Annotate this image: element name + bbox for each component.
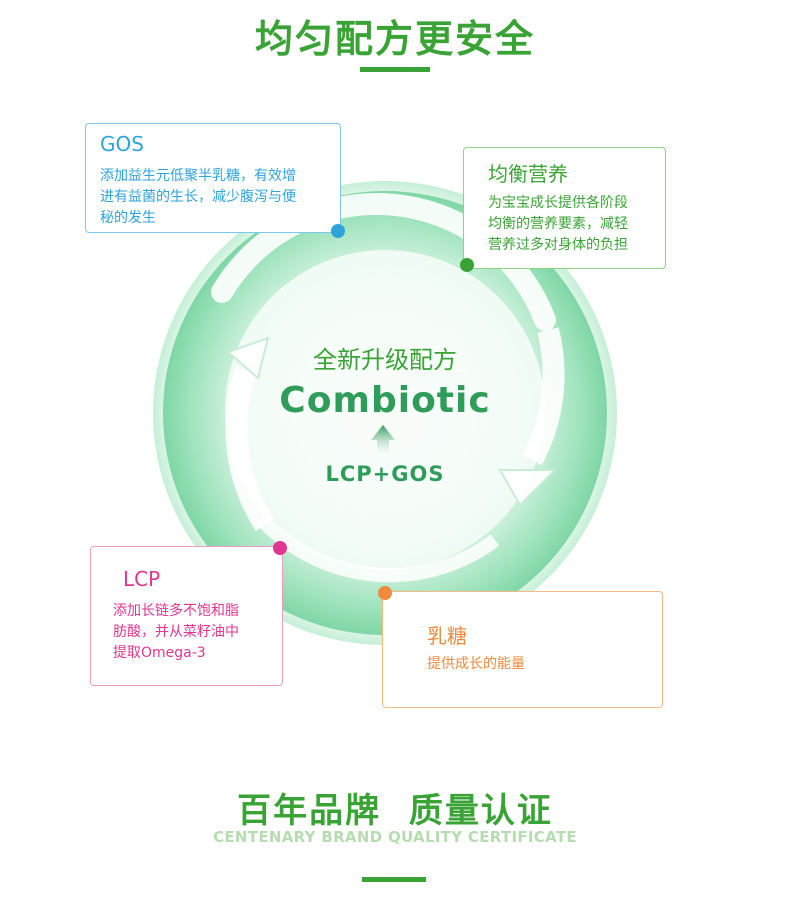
balance-card-desc: 为宝宝成长提供各阶段 均衡的营养要素，减轻 营养过多对身体的负担 [488, 195, 628, 253]
page-title: 均匀配方更安全 [254, 17, 535, 61]
lcp-card-desc: 添加长链多不饱和脂 肪酸，并从菜籽油中 提取Omega-3 [113, 603, 239, 661]
balance-card: 均衡营养 为宝宝成长提供各阶段 均衡的营养要素，减轻 营养过多对身体的负担 [463, 147, 666, 269]
balance-card-title: 均衡营养 [488, 162, 568, 186]
inner-disc [225, 250, 545, 570]
gos-card-desc: 添加益生元低聚半乳糖，有效增 进有益菌的生长，减少腹泻与便 秘的发生 [100, 168, 296, 226]
lcp-card-title: LCP [123, 567, 161, 591]
footer-title: 百年品牌 质量认证 [237, 791, 553, 831]
gos-dot [331, 224, 345, 238]
title-underline [360, 67, 430, 72]
footer-underline [362, 877, 426, 882]
footer-subtitle: CENTENARY BRAND QUALITY CERTIFICATE [213, 828, 577, 846]
left-cycle-arrow [225, 366, 275, 531]
lactose-dot [378, 586, 392, 600]
left-arrow-head [226, 336, 270, 380]
lactose-card-title: 乳糖 [427, 624, 467, 648]
center-formula: Combiotic [279, 380, 491, 421]
right-arrow-head [498, 469, 558, 507]
up-arrow-icon [371, 425, 395, 456]
lcp-dot [273, 541, 287, 555]
balance-dot [460, 258, 474, 272]
bottom-cycle-arrow [256, 515, 500, 583]
gos-card-title: GOS [100, 132, 144, 156]
gos-card: GOS 添加益生元低聚半乳糖，有效增 进有益菌的生长，减少腹泻与便 秘的发生 [85, 123, 341, 233]
lactose-card: 乳糖 提供成长的能量 [382, 591, 663, 708]
lcp-card: LCP 添加长链多不饱和脂 肪酸，并从菜籽油中 提取Omega-3 [90, 546, 283, 686]
lactose-card-desc: 提供成长的能量 [427, 656, 525, 672]
center-ingredients: LCP+GOS [325, 462, 445, 486]
center-subtitle: 全新升级配方 [313, 346, 457, 374]
right-cycle-arrow [522, 327, 565, 466]
